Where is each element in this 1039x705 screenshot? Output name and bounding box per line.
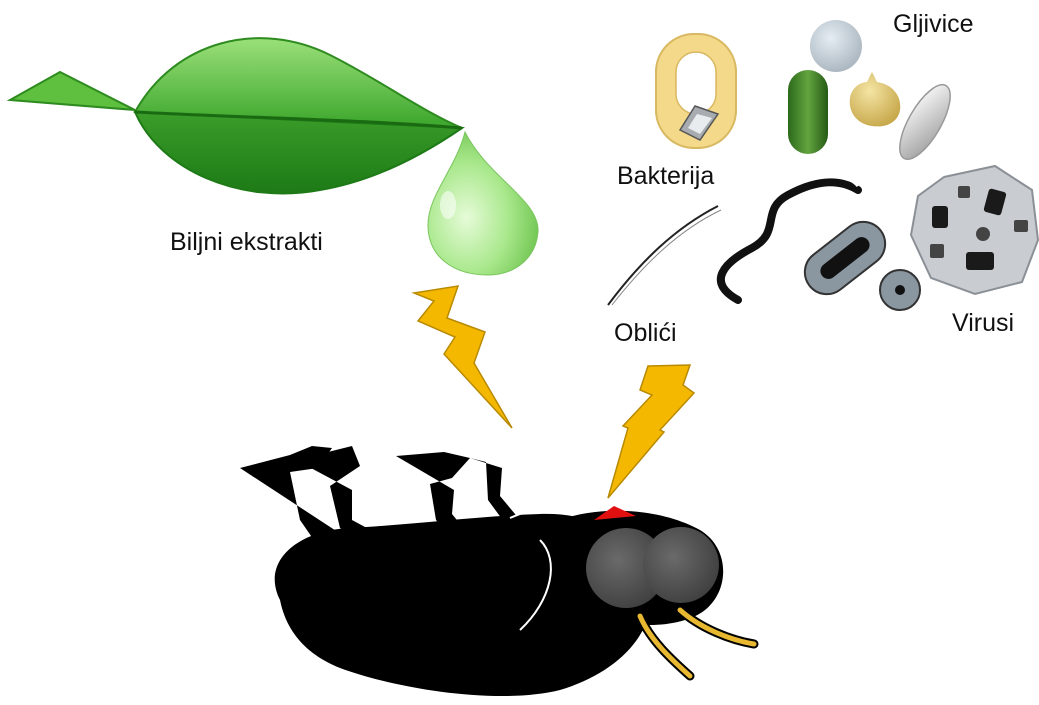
virus-particle-icon [911,166,1038,294]
bacterium-icon [656,34,736,148]
label-plant-extracts: Biljni ekstrakti [170,230,323,255]
label-viruses: Virusi [952,311,1014,336]
fungi-spores-icon [788,20,960,166]
label-bacteria: Bakterija [617,164,714,189]
lightning-icon [608,365,694,498]
worm-shape-icon [608,175,920,310]
droplet-icon [428,132,538,275]
lightning-icon [414,286,512,428]
insect-icon [240,446,754,696]
label-shapes: Oblići [614,321,677,346]
leaf-icon [10,38,462,193]
label-fungi: Gljivice [893,12,974,37]
